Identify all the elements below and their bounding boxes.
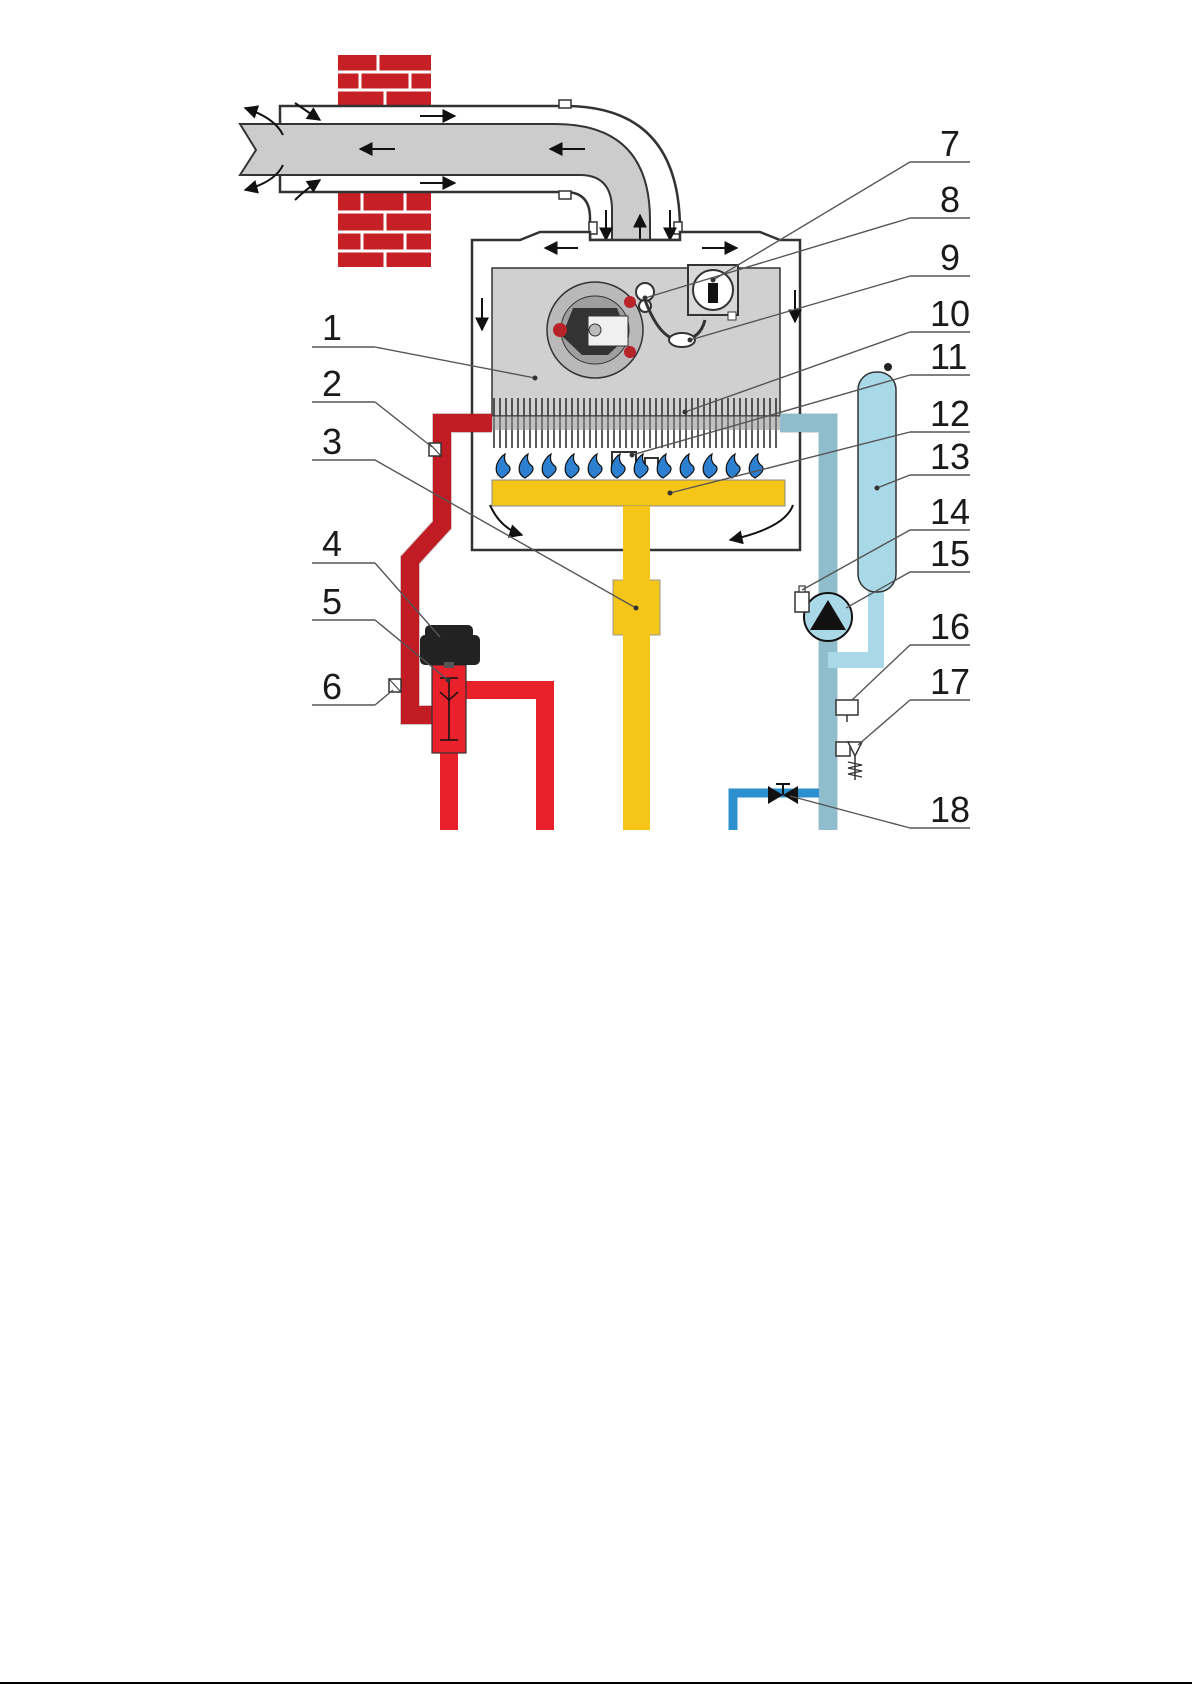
callout-16: 16 <box>930 606 970 647</box>
callout-17: 17 <box>930 661 970 702</box>
callout-8: 8 <box>940 179 960 220</box>
air-vent <box>795 592 809 612</box>
pressure-switch <box>688 265 738 320</box>
callout-10: 10 <box>930 293 970 334</box>
callout-2: 2 <box>322 363 342 404</box>
callout-18: 18 <box>930 789 970 830</box>
fill-valve <box>768 784 798 804</box>
callout-9: 9 <box>940 237 960 278</box>
callout-4: 4 <box>322 523 342 564</box>
callout-7: 7 <box>940 123 960 164</box>
pressure-gauge <box>836 700 858 715</box>
callout-1: 1 <box>322 307 342 348</box>
callout-3: 3 <box>322 421 342 462</box>
callout-13: 13 <box>930 436 970 477</box>
valve-actuator <box>420 635 480 665</box>
callout-15: 15 <box>930 533 970 574</box>
callout-14: 14 <box>930 491 970 532</box>
burner-manifold <box>492 480 785 506</box>
safety-valve <box>836 742 862 780</box>
callout-12: 12 <box>930 393 970 434</box>
brick-wall-lower <box>337 192 432 268</box>
brick-wall-upper <box>337 54 432 106</box>
expansion-tank <box>858 372 896 592</box>
callout-11: 11 <box>930 336 967 377</box>
callout-6: 6 <box>322 666 342 707</box>
callout-5: 5 <box>322 581 342 622</box>
fan <box>547 282 643 378</box>
